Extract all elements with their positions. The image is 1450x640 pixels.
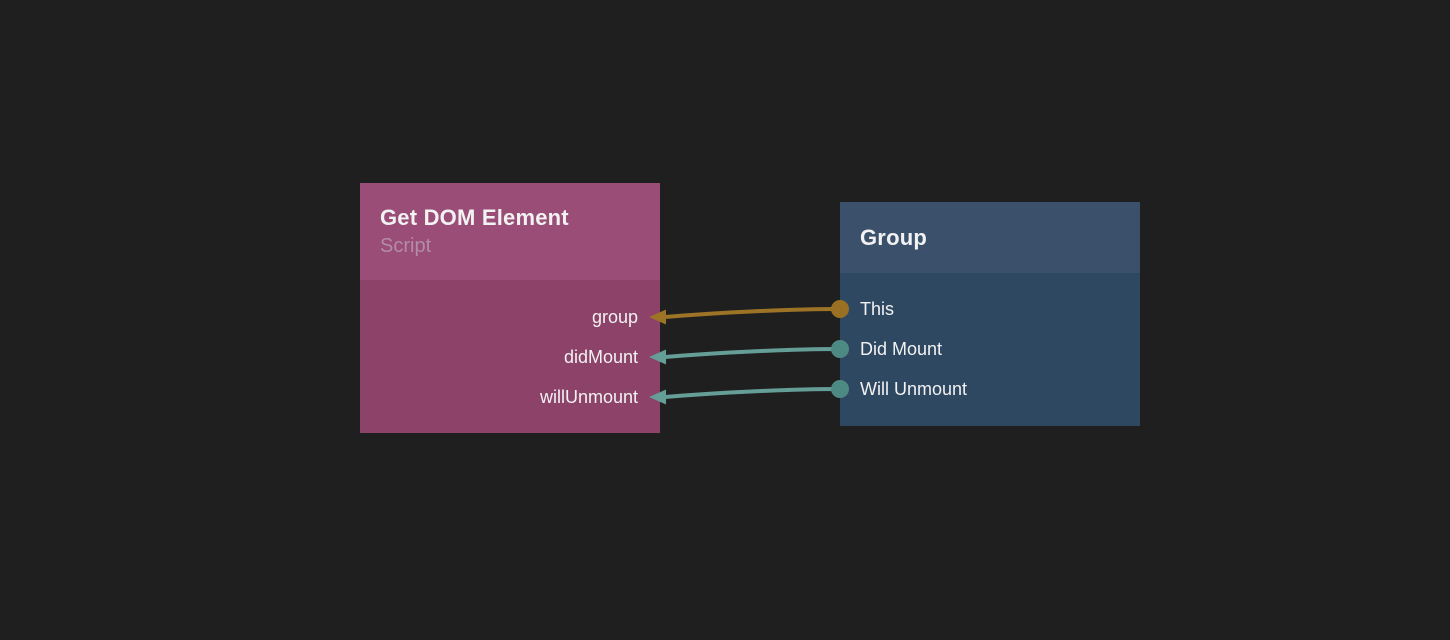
port-didmount[interactable]: didMount <box>360 337 660 377</box>
port-dot-this[interactable] <box>831 300 849 318</box>
port-label: willUnmount <box>539 386 638 407</box>
port-label: group <box>591 306 638 327</box>
node-body: group didMount willUnmount <box>360 280 660 433</box>
node-group[interactable]: Group This Did Mount Will Unmount <box>840 202 1140 426</box>
node-title: Group <box>860 224 927 250</box>
connection-this-to-group <box>649 300 849 325</box>
connection-line[interactable] <box>663 347 842 359</box>
node-title: Get DOM Element <box>380 205 569 230</box>
node-header: Get DOM Element Script <box>360 183 660 280</box>
port-label: Did Mount <box>860 338 943 359</box>
port-dot-did-mount[interactable] <box>831 340 849 358</box>
connection-willunmount <box>649 380 849 405</box>
port-dot-will-unmount[interactable] <box>831 380 849 398</box>
connection-line[interactable] <box>663 307 842 319</box>
node-body: This Did Mount Will Unmount <box>840 273 1140 426</box>
node-subtitle: Script <box>380 235 432 257</box>
port-group[interactable]: group <box>360 297 660 337</box>
port-label: didMount <box>563 346 638 367</box>
port-this[interactable]: This <box>840 289 1140 329</box>
connection-line[interactable] <box>663 387 842 399</box>
port-label: This <box>860 298 895 319</box>
connection-didmount <box>649 340 849 365</box>
port-willunmount[interactable]: willUnmount <box>360 377 660 417</box>
port-did-mount[interactable]: Did Mount <box>840 329 1140 369</box>
node-header: Group <box>840 202 1140 273</box>
node-get-dom-element[interactable]: Get DOM Element Script group didMount wi… <box>360 183 660 433</box>
port-will-unmount[interactable]: Will Unmount <box>840 369 1140 409</box>
port-label: Will Unmount <box>860 378 968 399</box>
